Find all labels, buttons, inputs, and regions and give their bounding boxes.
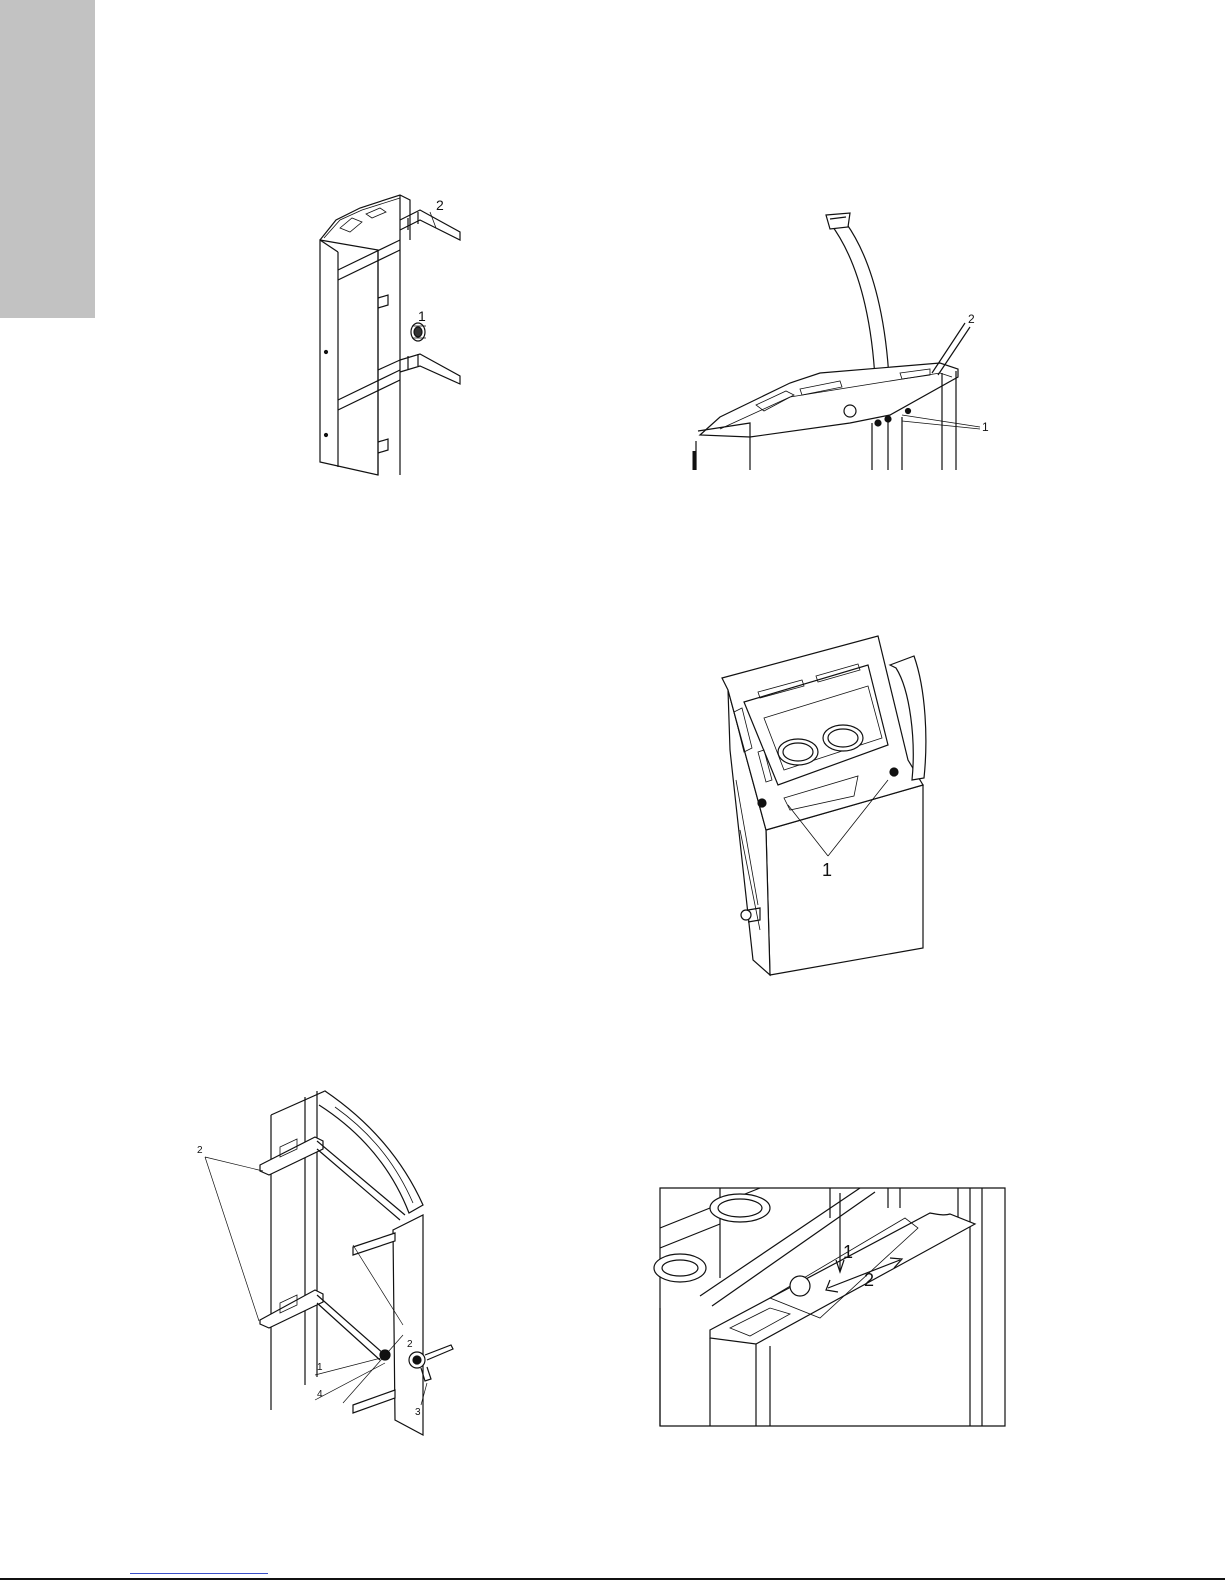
callout-label: 1 [982, 420, 989, 434]
figure-top-handle: 2 1 [690, 205, 1000, 470]
callout-label: 1 [418, 308, 426, 324]
callout-label: 2 [197, 1145, 203, 1156]
callout-label: 2 [968, 312, 975, 326]
figure-lid-detail: 1 2 [660, 1188, 1005, 1426]
callout-label: 3 [415, 1407, 421, 1418]
callout-label: 1 [843, 1242, 853, 1262]
section-tab [0, 0, 95, 318]
footer-rule [0, 1578, 1225, 1580]
callout-label: 2 [436, 197, 444, 213]
callout-label: 2 [407, 1339, 413, 1350]
figure-side-panel-brackets: 2 1 [300, 180, 470, 480]
footer-link-underline [130, 1573, 268, 1574]
callout-label: 2 [864, 1270, 874, 1290]
callout-label: 1 [317, 1362, 323, 1373]
figure-panel-tap: 2 2 1 4 3 [185, 1085, 485, 1445]
figure-cabinet-top: 1 [718, 630, 943, 980]
callout-label: 1 [822, 860, 832, 880]
callout-label: 4 [317, 1389, 323, 1400]
